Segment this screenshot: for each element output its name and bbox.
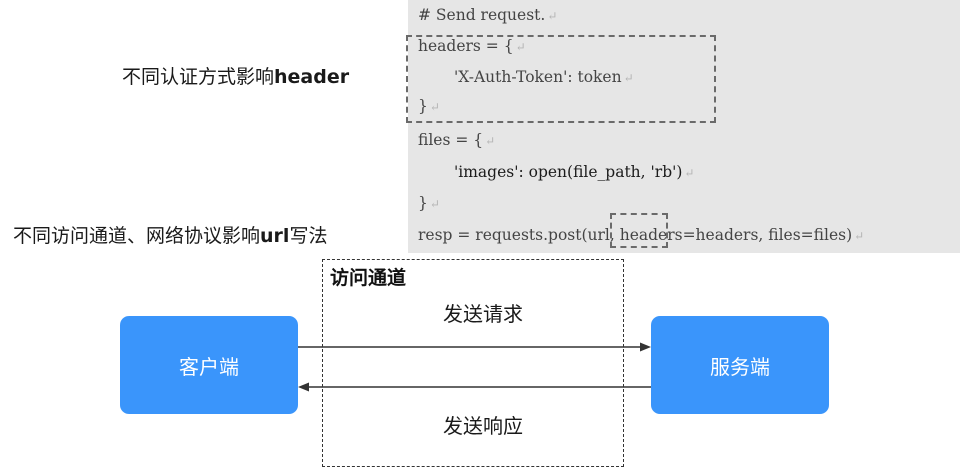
header-keyword: header xyxy=(274,66,350,88)
server-label: 服务端 xyxy=(710,354,770,379)
code-line-auth-token: 'X-Auth-Token': token↵ xyxy=(454,68,634,86)
line-end-mark: ↵ xyxy=(623,71,634,85)
url-highlight-box xyxy=(610,213,668,248)
code-line-files-open: files = {↵ xyxy=(418,131,496,149)
response-label: 发送响应 xyxy=(443,414,523,438)
code-line-headers-close: }↵ xyxy=(418,97,440,115)
code-line-images: 'images': open(file_path, 'rb')↵ xyxy=(454,163,695,181)
code-line-comment: # Send request.↵ xyxy=(418,6,558,24)
client-node: 客户端 xyxy=(120,316,298,414)
access-channel-label: 访问通道 xyxy=(330,267,407,289)
request-label: 发送请求 xyxy=(443,302,523,326)
client-label: 客户端 xyxy=(179,354,239,379)
url-annotation-text: 不同访问通道、网络协议影响 xyxy=(13,225,261,247)
line-end-mark: ↵ xyxy=(547,9,558,23)
server-node: 服务端 xyxy=(651,316,829,414)
line-end-mark: ↵ xyxy=(485,134,496,148)
header-annotation-text: 不同认证方式影响 xyxy=(122,66,275,88)
line-end-mark: ↵ xyxy=(684,166,695,180)
code-snippet: # Send request.↵ headers = {↵ 'X-Auth-To… xyxy=(408,0,960,253)
line-end-mark: ↵ xyxy=(429,197,440,211)
url-annotation: 不同访问通道、网络协议影响url写法 xyxy=(13,224,327,248)
request-arrow xyxy=(298,342,651,352)
code-line-files-close: }↵ xyxy=(418,194,440,212)
header-highlight-box xyxy=(406,35,716,123)
line-end-mark: ↵ xyxy=(515,40,526,54)
line-end-mark: ↵ xyxy=(854,229,865,243)
code-line-headers-open: headers = {↵ xyxy=(418,37,526,55)
access-channel-box xyxy=(322,259,624,467)
header-annotation: 不同认证方式影响header xyxy=(122,65,349,89)
code-line-request: resp = requests.post(url, headers=header… xyxy=(418,226,865,244)
url-annotation-suffix: 写法 xyxy=(289,225,328,247)
line-end-mark: ↵ xyxy=(429,100,440,114)
url-keyword: url xyxy=(260,225,290,247)
response-arrow xyxy=(298,382,651,392)
